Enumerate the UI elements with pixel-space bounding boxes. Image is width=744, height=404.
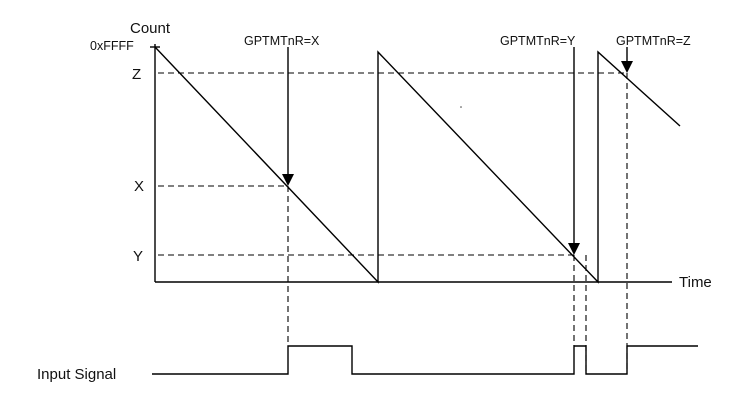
ffff-label: 0xFFFF (90, 39, 134, 53)
count-axis-label: Count (130, 20, 171, 37)
match-x-annotation: GPTMTnR=X (244, 34, 320, 48)
match-z-annotation: GPTMTnR=Z (616, 34, 691, 48)
match-x-arrow-head (282, 174, 294, 186)
z-level-label: Z (132, 66, 141, 83)
input-signal-waveform (152, 345, 698, 375)
stray-dot (460, 106, 462, 108)
y-level-label: Y (133, 248, 143, 265)
x-level-label: X (134, 178, 144, 195)
time-axis-label: Time (679, 274, 712, 291)
match-y-arrow-head (568, 243, 580, 255)
match-y-annotation: GPTMTnR=Y (500, 34, 576, 48)
input-signal-label: Input Signal (37, 366, 116, 383)
counter-sawtooth (154, 46, 681, 284)
match-z-arrow-head (621, 61, 633, 73)
